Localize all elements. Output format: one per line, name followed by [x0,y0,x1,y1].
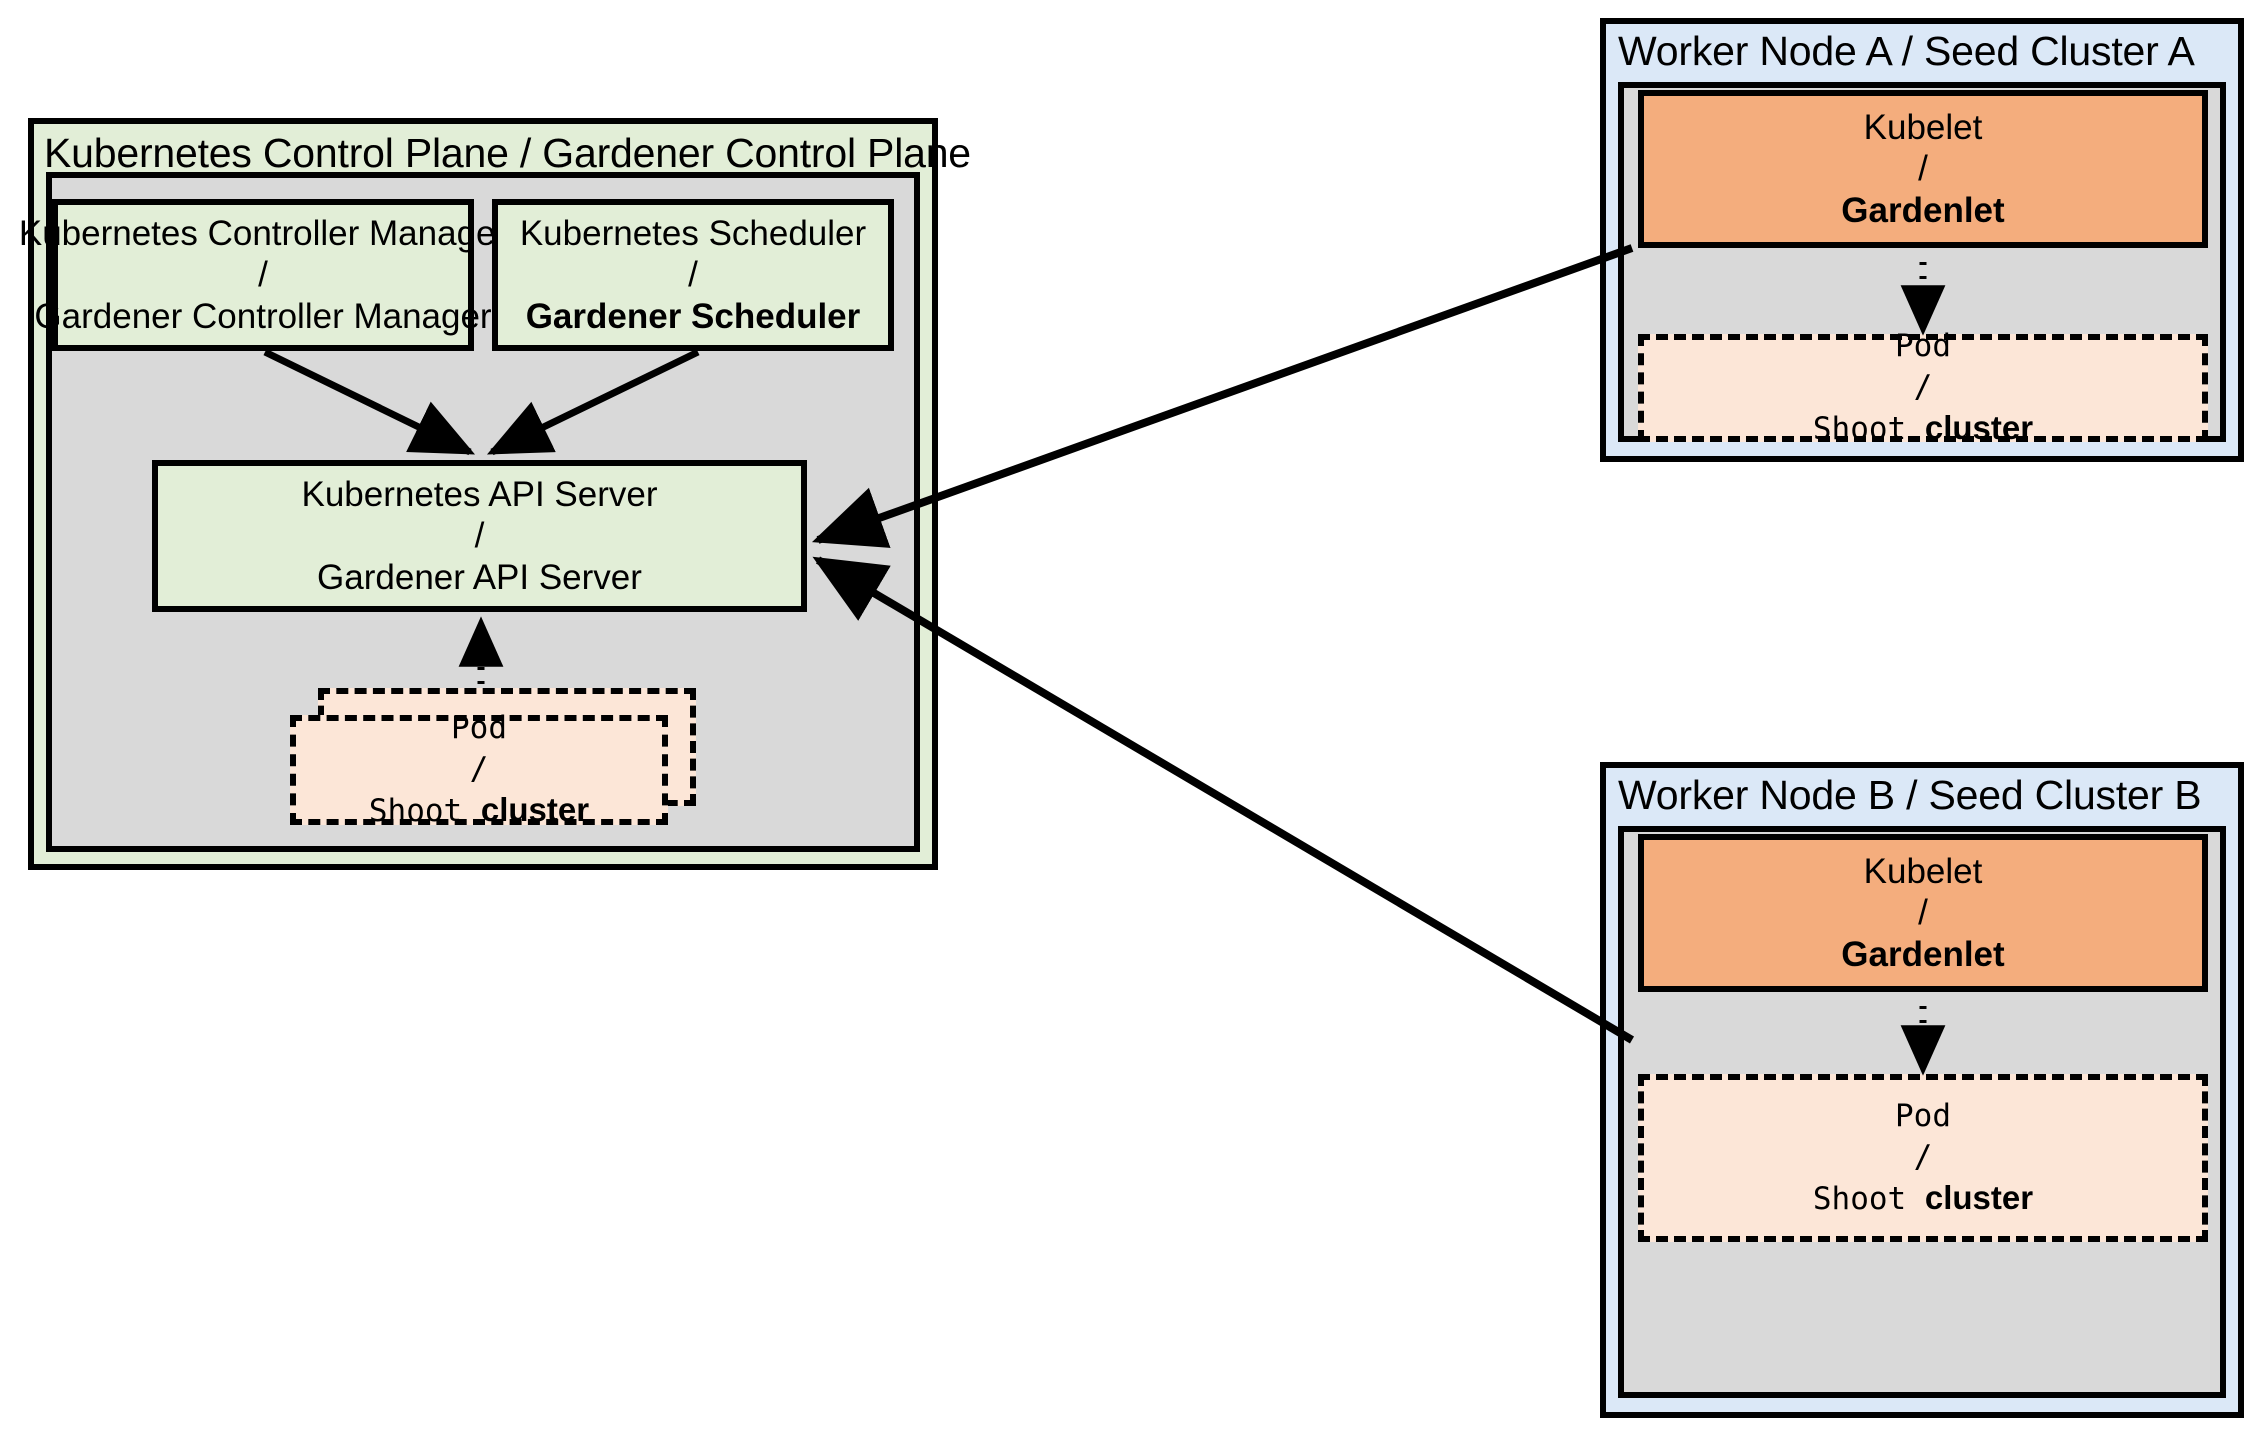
controller-manager-line1: Kubernetes Controller Manager [18,214,508,254]
control-plane-pod-cluster-text: cluster [480,790,590,828]
controller-manager-separator: / [258,255,268,295]
control-plane-pod-shoot-text: Shoot [368,792,481,829]
worker-a-pod-cluster-text: cluster [1924,408,2034,446]
scheduler-separator: / [688,255,698,295]
worker-b-pod-cluster-text: cluster [1924,1178,2034,1216]
api-server-line1: Kubernetes API Server [301,475,658,515]
control-plane-pod-line1: Pod [451,710,507,747]
worker-a-gardenlet-line2: Gardenlet [1841,190,2005,230]
controller-manager-line2: Gardener Controller Manager [34,296,492,336]
control-plane-pod-line2: Shoot cluster [369,789,589,832]
worker-a-pod-shoot-text: Shoot [1812,410,1925,447]
worker-b-pod-shoot-text: Shoot [1812,1180,1925,1217]
worker-a-kubelet-node[interactable]: Kubelet / Gardenlet [1638,90,2208,248]
worker-node-a-title: Worker Node A / Seed Cluster A [1618,28,2195,74]
worker-a-kubelet-line1: Kubelet [1863,108,1983,148]
scheduler-line1: Kubernetes Scheduler [519,214,867,254]
control-plane-pod-separator: / [469,750,489,787]
arrow-worker-b-gardenlet-to-api-server [812,556,1635,1044]
arrow-worker-a-gardenlet-to-api-server [811,244,1634,548]
scheduler-line2: Gardener Scheduler [525,296,861,336]
kubernetes-scheduler-node[interactable]: Kubernetes Scheduler / Gardener Schedule… [492,199,894,351]
worker-node-b-title: Worker Node B / Seed Cluster B [1618,772,2202,818]
worker-b-pod-node[interactable]: Pod / Shoot cluster [1638,1074,2208,1242]
api-server-line2: Gardener API Server [317,557,642,597]
api-server-separator: / [474,516,485,556]
worker-a-kubelet-separator: / [1918,149,1928,189]
worker-b-pod-line2: Shoot cluster [1813,1177,2033,1220]
worker-b-kubelet-node[interactable]: Kubelet / Gardenlet [1638,834,2208,992]
kubernetes-controller-manager-node[interactable]: Kubernetes Controller Manager / Gardener… [19,199,507,351]
control-plane-pod-node[interactable]: Pod / Shoot cluster [290,710,668,829]
worker-b-kubelet-separator: / [1918,893,1928,933]
worker-b-pod-line1: Pod [1895,1098,1951,1135]
worker-a-pod-separator: / [1913,368,1933,405]
worker-b-gardenlet-line2: Gardenlet [1841,934,2005,974]
worker-b-pod-separator: / [1913,1138,1933,1175]
worker-a-pod-line1: Pod [1895,328,1951,365]
kubernetes-api-server-node[interactable]: Kubernetes API Server / Gardener API Ser… [152,460,807,612]
control-plane-title: Kubernetes Control Plane / Gardener Cont… [44,130,971,176]
worker-b-kubelet-line1: Kubelet [1863,852,1983,892]
worker-a-pod-node[interactable]: Pod / Shoot cluster [1638,328,2208,447]
worker-a-pod-line2: Shoot cluster [1813,407,2033,450]
